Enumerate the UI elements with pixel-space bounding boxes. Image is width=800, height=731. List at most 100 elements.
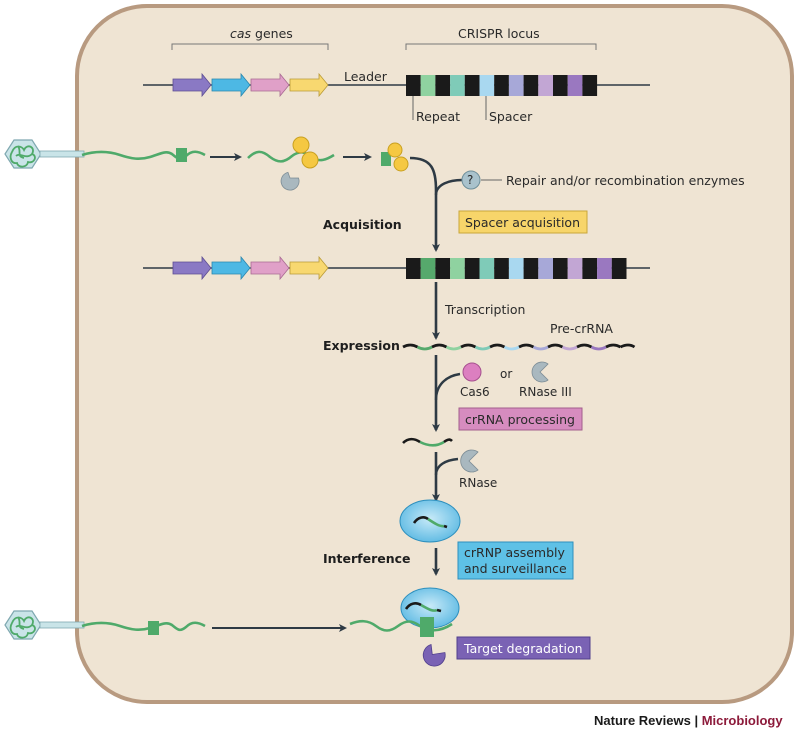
crispr-array xyxy=(406,75,598,96)
crispr-locus-label: CRISPR locus xyxy=(458,26,540,41)
locus-expanded xyxy=(143,255,650,281)
repeat xyxy=(464,75,480,96)
spacer xyxy=(450,258,465,279)
spacer xyxy=(479,75,495,96)
spacer xyxy=(450,75,465,96)
spacer xyxy=(538,75,553,96)
repeat-rna xyxy=(402,343,419,349)
spacer-rna xyxy=(532,345,549,351)
rnase-label: RNase xyxy=(459,476,497,490)
phage-bottom xyxy=(4,610,206,640)
pre-crrna xyxy=(402,343,636,351)
svg-text:Spacer acquisition: Spacer acquisition xyxy=(465,215,580,230)
spacer xyxy=(567,258,583,279)
repair-enzymes-label: Repair and/or recombination enzymes xyxy=(506,173,745,188)
target-degradation-box xyxy=(456,636,591,660)
spacer xyxy=(508,258,524,279)
cas1-cas2-icon xyxy=(292,136,310,154)
spacer-rna xyxy=(445,345,462,351)
locus-top: cas genes Leader CRISPR locus Repeat Spa… xyxy=(143,26,650,124)
repeat xyxy=(582,258,598,279)
spacer xyxy=(420,258,436,279)
svg-text:and surveillance: and surveillance xyxy=(464,561,567,576)
spacer xyxy=(597,258,612,279)
repeat-rna xyxy=(619,343,636,349)
cas-gene-2 xyxy=(211,72,251,98)
rnase-icon xyxy=(460,449,479,473)
phage-dna-icon xyxy=(9,616,36,639)
phage-tail xyxy=(39,150,85,158)
spacer-acquisition-box xyxy=(458,210,588,234)
rnase-iii-icon xyxy=(531,361,549,383)
pre-crrna-label: Pre-crRNA xyxy=(550,321,613,336)
spacer xyxy=(538,258,553,279)
spacer-rna xyxy=(416,345,433,351)
phage-dna-strand xyxy=(81,150,206,161)
repeat xyxy=(611,258,627,279)
repeat xyxy=(464,258,480,279)
crrnp-complex xyxy=(399,499,461,543)
spacer-rna xyxy=(503,345,520,351)
repeat xyxy=(553,75,568,96)
repeat xyxy=(582,75,598,96)
protospacer xyxy=(176,148,187,162)
stage-expression: Expression xyxy=(323,338,400,353)
repeat xyxy=(435,75,451,96)
transcription-label: Transcription xyxy=(444,302,525,317)
credit-line: Nature Reviews | Microbiology xyxy=(594,713,783,728)
repeat xyxy=(523,258,539,279)
spacer-rna xyxy=(474,345,491,351)
cas-genes-label: cas genes xyxy=(230,26,293,41)
repeat-rna xyxy=(518,343,535,349)
or-label: or xyxy=(500,367,512,381)
repeat-rna xyxy=(489,343,506,349)
repeat xyxy=(435,258,451,279)
spacer xyxy=(479,258,495,279)
spacer-rna xyxy=(590,345,607,351)
rnase-iii-label: RNase III xyxy=(519,385,572,399)
spacer xyxy=(567,75,583,96)
intermediate-crrna xyxy=(402,437,453,447)
stage-acquisition: Acquisition xyxy=(323,217,402,232)
prespacer-complex xyxy=(381,142,409,172)
repeat-rna xyxy=(431,343,448,349)
phage-dna-icon xyxy=(9,145,36,168)
spacer xyxy=(420,75,436,96)
repeat-rna xyxy=(547,343,564,349)
cas-gene-3 xyxy=(250,72,290,98)
repeat xyxy=(494,75,509,96)
cas-gene-1 xyxy=(172,72,212,98)
cas3-nuclease-icon xyxy=(422,644,446,667)
spacer-rna xyxy=(561,345,578,351)
spacer-label: Spacer xyxy=(489,109,533,124)
protospacer xyxy=(148,621,159,635)
svg-text:crRNP assembly: crRNP assembly xyxy=(464,545,566,560)
svg-text:Target degradation: Target degradation xyxy=(463,641,583,656)
spacer xyxy=(508,75,524,96)
crispr-array-expanded xyxy=(406,258,627,279)
crrna-processing-box xyxy=(458,407,583,431)
cas6-icon xyxy=(462,362,482,382)
leader-label: Leader xyxy=(344,69,388,84)
phage-top xyxy=(4,139,206,169)
nuclease-icon xyxy=(280,171,300,191)
bacterial-cell xyxy=(75,4,794,704)
stage-interference: Interference xyxy=(323,551,411,566)
repeat-rna xyxy=(576,343,593,349)
repair-enzyme-icon xyxy=(461,170,481,190)
question-mark: ? xyxy=(467,173,473,187)
target-complex xyxy=(349,587,460,667)
adaptation-complex xyxy=(247,136,335,191)
repeat xyxy=(553,258,568,279)
repeat xyxy=(406,258,421,279)
repeat-rna xyxy=(460,343,477,349)
repeat xyxy=(406,75,421,96)
cas6-label: Cas6 xyxy=(460,385,490,399)
repeat xyxy=(494,258,509,279)
repeat xyxy=(523,75,539,96)
cas-gene-arrows xyxy=(172,72,329,98)
repeat-label: Repeat xyxy=(416,109,460,124)
crrnp-assembly-box xyxy=(457,541,574,580)
cas-gene-4 xyxy=(289,72,329,98)
